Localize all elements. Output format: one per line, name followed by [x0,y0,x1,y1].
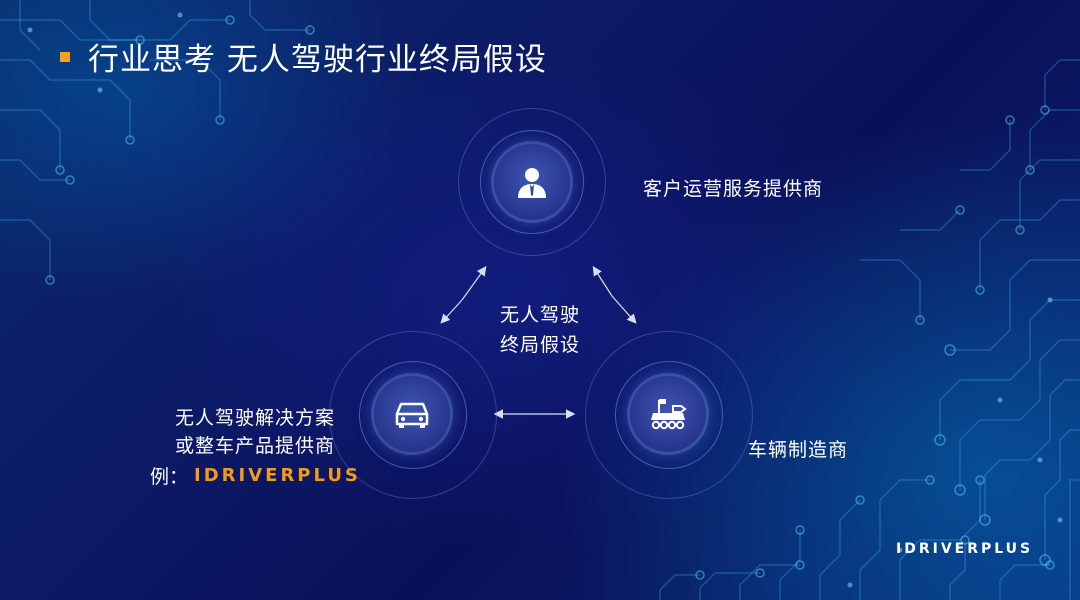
node-left-outer-ring [329,331,497,499]
node-top-core [494,144,570,220]
page-title: 行业思考 无人驾驶行业终局假设 [88,42,547,78]
node-right-core [630,376,706,452]
node-right-inner-ring [615,361,723,469]
node-left-label-line2: 或整车产品提供商 [174,435,335,457]
node-top-inner-ring [480,130,584,234]
node-left-label-line1: 无人驾驶解决方案 [174,407,335,429]
node-left-core [374,376,450,452]
title-row: 行业思考 无人驾驶行业终局假设 [60,34,547,79]
businessman-icon [518,168,546,198]
node-top [458,108,606,256]
center-label: 无人驾驶 终局假设 [470,300,610,360]
node-top-outer-ring [458,108,606,256]
node-right-label: 车辆制造商 [748,439,849,461]
node-right-outer-ring [585,331,753,499]
node-right [585,331,753,499]
footer-brand-logo: IDRIVERPLUS [896,541,1034,557]
center-label-line2: 终局假设 [499,334,580,356]
title-bullet [60,51,70,62]
node-left-label: 无人驾驶解决方案 或整车产品提供商 [120,404,335,460]
node-top-label: 客户运营服务提供商 [643,178,824,200]
example-brand-logo: IDRIVERPLUS [194,465,361,486]
center-label-line1: 无人驾驶 [499,304,580,326]
example-prefix: 例： [150,466,189,488]
robot-vehicle-icon [651,399,687,430]
node-left [329,331,497,499]
car-icon [395,402,429,428]
example-row: 例： IDRIVERPLUS [150,462,361,489]
node-left-inner-ring [359,361,467,469]
